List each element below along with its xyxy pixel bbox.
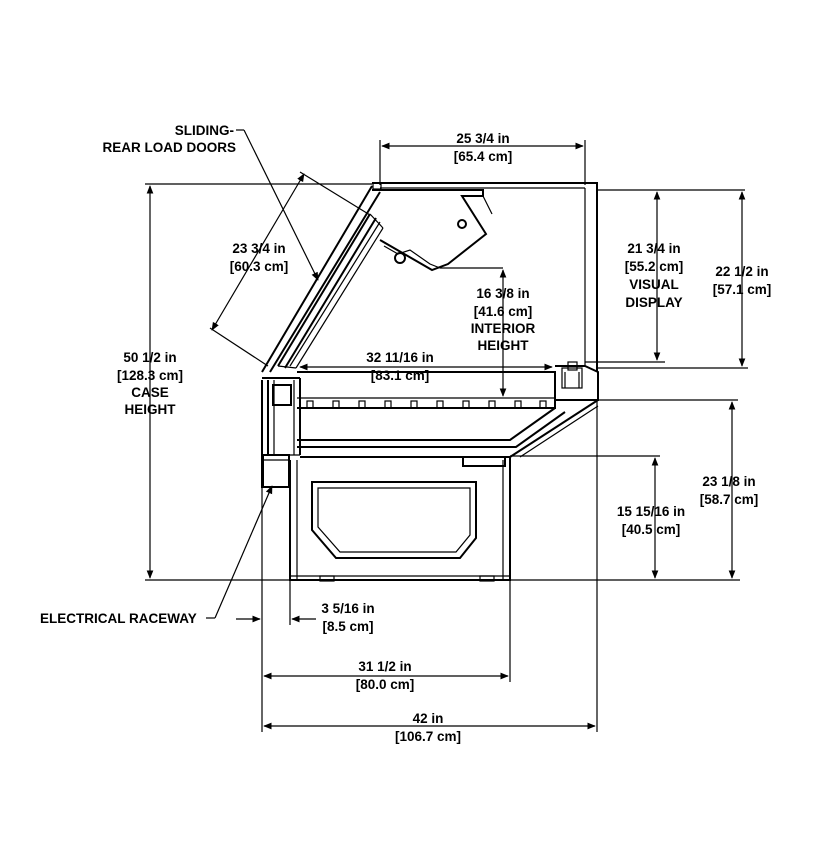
label-front-height-in: 15 15/16 in [617, 504, 685, 519]
label-visual-display-cm: [55.2 cm] [625, 259, 684, 274]
foot-left [319, 575, 335, 582]
pan-tab [488, 400, 496, 409]
label-base-height-cm: [58.7 cm] [700, 492, 759, 507]
pan-tab [384, 400, 392, 409]
pan-tab [332, 400, 340, 409]
control-box [272, 384, 292, 406]
pan-tab [410, 400, 418, 409]
label-rear-doors-1: SLIDING- [175, 123, 234, 138]
pan-tab [306, 400, 314, 409]
label-interior-height-word2: HEIGHT [477, 338, 529, 353]
label-case-height-in: 50 1/2 in [123, 350, 176, 365]
pan-tab [462, 400, 470, 409]
label-base-height-in: 23 1/8 in [702, 474, 755, 489]
label-electrical-raceway: ELECTRICAL RACEWAY [40, 611, 197, 626]
label-case-height-word2: HEIGHT [124, 402, 176, 417]
label-interior-height-in: 16 3/8 in [476, 286, 529, 301]
label-interior-height-word1: INTERIOR [471, 321, 536, 336]
pan-tab [436, 400, 444, 409]
label-offset-in: 3 5/16 in [321, 601, 374, 616]
label-overall-width-cm: [106.7 cm] [395, 729, 461, 744]
electrical-raceway-box [262, 454, 290, 488]
front-panel [311, 481, 477, 559]
dimension-labels: SLIDING- REAR LOAD DOORS 25 3/4 in [65.4… [40, 123, 771, 744]
front-ledge [462, 456, 506, 467]
light-fixture [457, 219, 467, 229]
label-interior-height-cm: [41.6 cm] [474, 304, 533, 319]
dimension-lines [145, 129, 748, 732]
foot-right [479, 575, 495, 582]
glass-clip [567, 361, 578, 371]
label-glass-length-cm: [60.3 cm] [230, 259, 289, 274]
label-glass-length-in: 23 3/4 in [232, 241, 285, 256]
door-top-track [372, 182, 382, 190]
label-overall-width-in: 42 in [413, 711, 444, 726]
pan-tab [514, 400, 522, 409]
pan-tabs [306, 400, 547, 409]
label-visual-display-in: 21 3/4 in [627, 241, 680, 256]
label-upper-height-cm: [57.1 cm] [713, 282, 772, 297]
front-sill-profile [561, 367, 583, 389]
label-base-width-in: 31 1/2 in [358, 659, 411, 674]
label-visual-display-word1: VISUAL [629, 277, 679, 292]
label-case-height-cm: [128.3 cm] [117, 368, 183, 383]
label-front-height-cm: [40.5 cm] [622, 522, 681, 537]
pan-tab [539, 400, 547, 409]
label-upper-height-in: 22 1/2 in [715, 264, 768, 279]
label-base-width-cm: [80.0 cm] [356, 677, 415, 692]
rear-load-doors [261, 182, 384, 373]
display-well [297, 361, 599, 458]
light-fixture [394, 252, 406, 264]
label-deck-width-in: 32 11/16 in [366, 350, 434, 365]
label-rear-doors-2: REAR LOAD DOORS [102, 140, 236, 155]
label-visual-display-word2: DISPLAY [625, 295, 682, 310]
canopy [372, 182, 598, 372]
label-top-width-cm: [65.4 cm] [454, 149, 513, 164]
label-top-width-in: 25 3/4 in [456, 131, 509, 146]
label-case-height-word1: CASE [131, 385, 169, 400]
label-offset-cm: [8.5 cm] [322, 619, 373, 634]
label-deck-width-cm: [83.1 cm] [371, 368, 430, 383]
pan-tab [358, 400, 366, 409]
